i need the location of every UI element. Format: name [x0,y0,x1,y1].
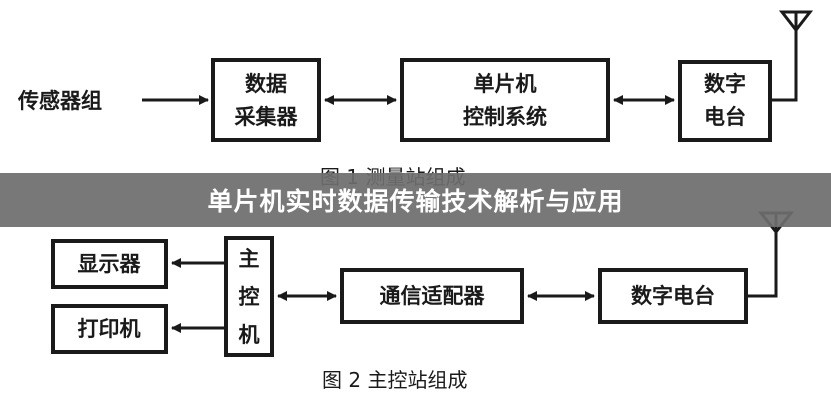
display-box [51,239,168,289]
digital-radio-label-line2: 电台 [704,105,746,129]
host-computer-box [224,236,274,357]
digital-radio-label-line1: 数字 [704,72,746,96]
host-label-2: 控 [239,285,260,309]
mcu-control-system-box [400,58,610,142]
antenna-mast-1 [770,22,798,102]
host-label-1: 主 [239,247,260,271]
printer-label: 打印机 [78,317,141,341]
digital-radio-box-2 [598,268,748,324]
printer-box [51,304,168,354]
article-title-banner: 单片机实时数据传输技术解析与应用 [0,173,831,227]
article-title: 单片机实时数据传输技术解析与应用 [207,187,624,216]
display-label: 显示器 [78,252,142,276]
comm-adapter-box [340,268,524,324]
data-collector-label-line2: 采集器 [235,105,299,129]
antenna-mast-2 [746,226,778,298]
data-collector-box [211,58,321,142]
data-collector-label-line1: 数据 [245,72,287,96]
comm-adapter-label: 通信适配器 [380,284,486,308]
mcu-label-line2: 控制系统 [463,105,547,129]
figure-1: 传感器组 数据 采集器 单片机 控制系统 数字 电台 图 1 测量站组成 [17,10,814,189]
sensor-group-label: 传感器组 [17,89,102,113]
digital-radio-2-label: 数字电台 [631,284,715,308]
figure-2-caption: 图 2 主控站组成 [322,368,467,392]
mcu-label-line1: 单片机 [474,72,537,96]
figure-2: 显示器 打印机 主 控 机 通信适配器 数字电台 图 2 主控站组成 [51,211,795,392]
host-label-3: 机 [239,323,260,347]
